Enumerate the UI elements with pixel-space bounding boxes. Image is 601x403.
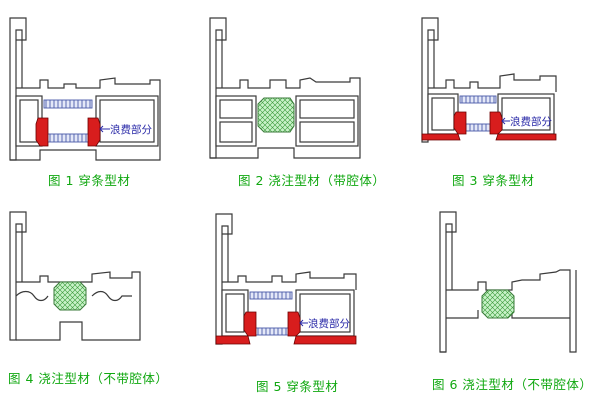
figure-1-waste-label: 浪费部分 <box>110 123 152 136</box>
figure-5-caption: 图 5 穿条型材 <box>256 379 339 394</box>
figure-3-profile <box>421 17 557 143</box>
figure-1-waste-annotation: 浪费部分 <box>99 123 152 136</box>
figure-1-profile <box>9 17 161 161</box>
figure-2-profile <box>209 17 361 159</box>
figure-6-caption: 图 6 浇注型材（不带腔体） <box>432 377 593 392</box>
figure-5-waste-annotation: 浪费部分 <box>299 317 350 330</box>
figure-1-caption: 图 1 穿条型材 <box>48 173 131 188</box>
figure-3-waste-label: 浪费部分 <box>510 115 552 128</box>
figure-4-caption: 图 4 浇注型材（不带腔体） <box>8 371 169 386</box>
figure-4-profile <box>9 211 141 341</box>
figure-6-profile <box>439 211 577 353</box>
figure-2-caption: 图 2 浇注型材（带腔体） <box>238 173 386 188</box>
figure-3-caption: 图 3 穿条型材 <box>452 173 535 188</box>
figure-3-waste-annotation: 浪费部分 <box>501 115 552 128</box>
figure-5-waste-label: 浪费部分 <box>308 317 350 330</box>
figure-5-profile <box>215 213 357 345</box>
